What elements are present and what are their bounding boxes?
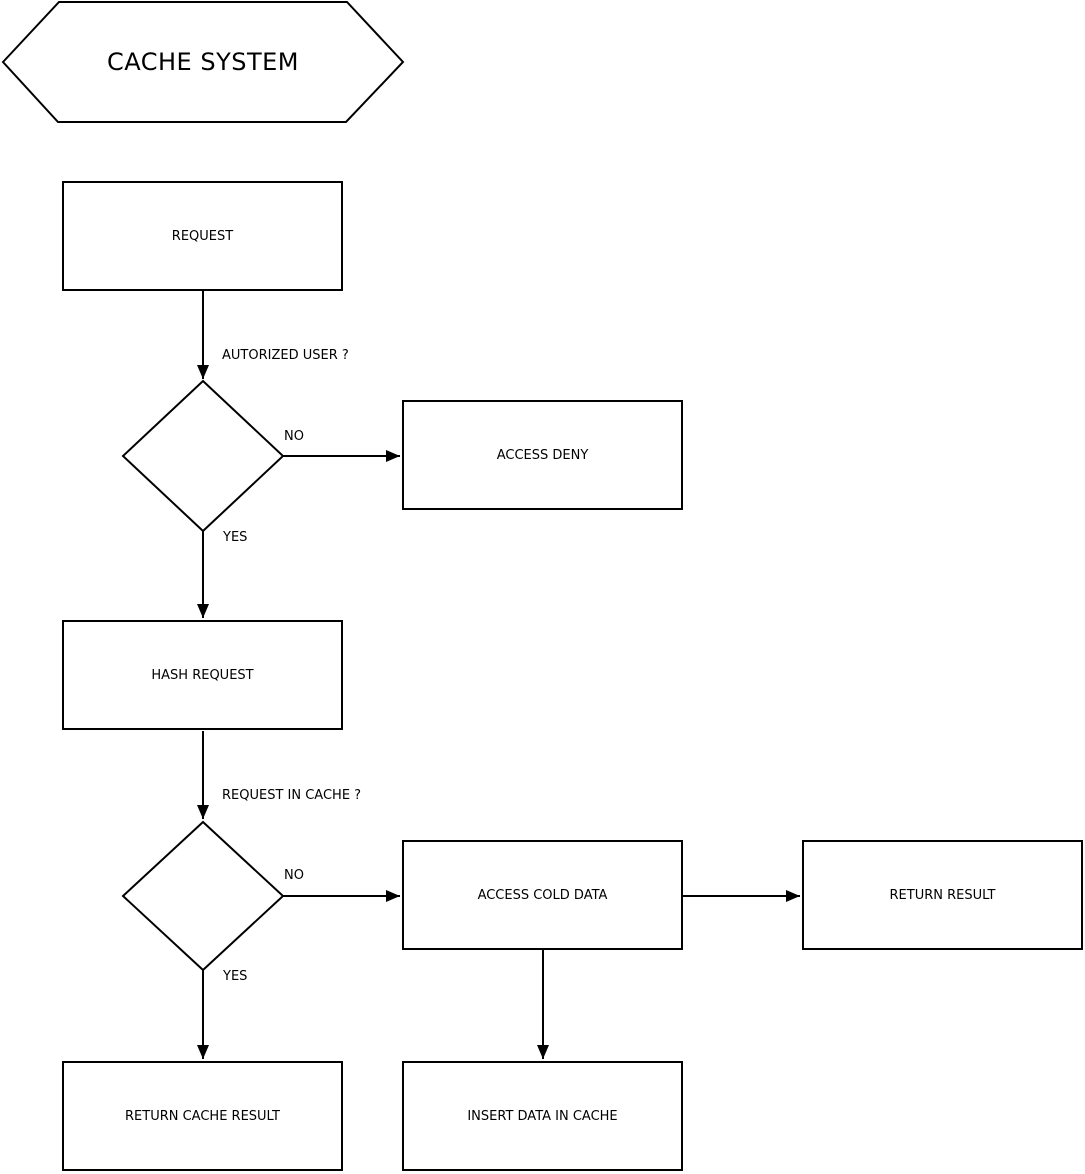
node-access-deny: ACCESS DENY [402, 400, 683, 510]
node-access-deny-label: ACCESS DENY [496, 447, 589, 463]
decision2-yes-label: YES [223, 969, 248, 984]
node-return-cache-result-label: RETURN CACHE RESULT [125, 1108, 280, 1124]
node-request-label: REQUEST [171, 228, 234, 244]
node-insert-data-in-cache: INSERT DATA IN CACHE [402, 1061, 683, 1171]
node-hash-request: HASH REQUEST [62, 620, 343, 730]
decision1-yes-label: YES [223, 530, 248, 545]
node-access-cold-data: ACCESS COLD DATA [402, 840, 683, 950]
decision2-no-label: NO [284, 868, 304, 883]
diamond-request-in-cache [121, 820, 285, 972]
cache-system-label: CACHE SYSTEM [106, 48, 299, 76]
node-insert-data-in-cache-label: INSERT DATA IN CACHE [467, 1108, 618, 1124]
hexagon-cache-system [1, 1, 405, 123]
node-request: REQUEST [62, 181, 343, 291]
decision2-question-label: REQUEST IN CACHE ? [222, 788, 362, 803]
decision1-question-label: AUTORIZED USER ? [222, 348, 349, 363]
node-return-cache-result: RETURN CACHE RESULT [62, 1061, 343, 1171]
diamond-authorized-user [121, 379, 285, 533]
node-cache-system-title: CACHE SYSTEM [3, 2, 403, 122]
node-return-result: RETURN RESULT [802, 840, 1083, 950]
node-return-result-label: RETURN RESULT [889, 887, 996, 903]
node-access-cold-data-label: ACCESS COLD DATA [477, 887, 608, 903]
decision1-no-label: NO [284, 429, 304, 444]
node-hash-request-label: HASH REQUEST [151, 667, 254, 683]
